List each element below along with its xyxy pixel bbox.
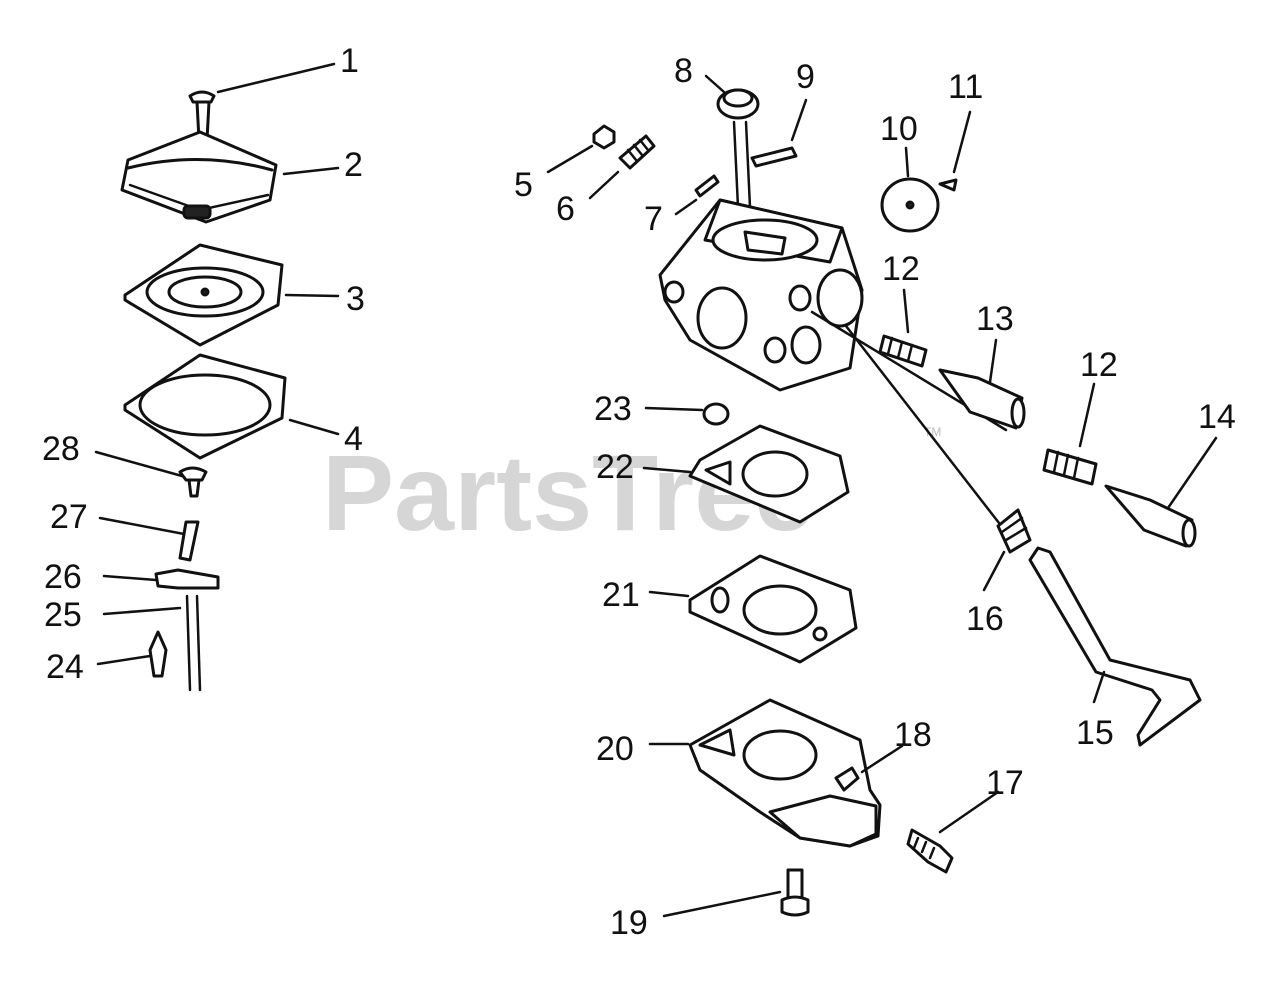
callout-24: 24: [46, 648, 84, 686]
part-25-pivot-line: [185, 594, 192, 692]
callout-6: 6: [556, 190, 575, 228]
part-26-metering-lever[interactable]: [154, 568, 220, 590]
part-23-plug[interactable]: [702, 402, 730, 426]
callout-14: 14: [1198, 398, 1236, 436]
part-9-pin[interactable]: [750, 146, 798, 168]
callout-23: 23: [594, 390, 632, 428]
callout-8: 8: [674, 52, 693, 90]
part-11-ball[interactable]: [938, 178, 958, 192]
part-2-pump-cover[interactable]: [120, 130, 278, 224]
callout-12-a: 12: [882, 250, 920, 288]
part-21-diaphragm[interactable]: [688, 554, 858, 664]
part-10-screen-disc[interactable]: [880, 177, 940, 233]
part-28-screw[interactable]: [178, 466, 208, 498]
callout-7: 7: [644, 200, 663, 238]
callout-18: 18: [894, 716, 932, 754]
carburetor-body[interactable]: [658, 198, 864, 392]
part-16-spring[interactable]: [996, 508, 1032, 554]
callout-16: 16: [966, 600, 1004, 638]
part-25-pivot-line-2: [195, 594, 202, 692]
callout-12-b: 12: [1080, 346, 1118, 384]
part-24-inlet-needle[interactable]: [148, 630, 168, 678]
callout-28: 28: [42, 430, 80, 468]
part-19-screw[interactable]: [780, 868, 810, 917]
part-20-pump-body[interactable]: [688, 698, 882, 848]
callout-27: 27: [50, 498, 88, 536]
callout-numbers: 1 2 3 4 5 6 7 8 9 10 11 12 12 13 14 15 1…: [42, 42, 1236, 942]
lever-axis-line: [844, 324, 1008, 534]
callout-5: 5: [514, 166, 533, 204]
part-5-nut[interactable]: [592, 124, 616, 150]
part-6-spring[interactable]: [618, 134, 656, 170]
leader-lines: [94, 62, 1218, 918]
callout-9: 9: [796, 58, 815, 96]
part-22-gasket[interactable]: [688, 424, 850, 524]
callout-4: 4: [344, 420, 363, 458]
callout-22: 22: [596, 448, 634, 486]
callout-17: 17: [986, 764, 1024, 802]
part-3-diaphragm[interactable]: [123, 243, 284, 347]
callout-15: 15: [1076, 714, 1114, 752]
callout-10: 10: [880, 110, 918, 148]
watermark-trademark: TM: [924, 425, 941, 439]
callout-13: 13: [976, 300, 1014, 338]
part-12-spring-a[interactable]: [878, 334, 928, 368]
part-15-throttle-lever[interactable]: [1028, 546, 1202, 747]
part-18-screen[interactable]: [834, 766, 860, 792]
callout-20: 20: [596, 730, 634, 768]
callout-19: 19: [610, 904, 648, 942]
part-14-mixture-needle[interactable]: [1104, 484, 1197, 548]
callout-2: 2: [344, 146, 363, 184]
callout-25: 25: [44, 596, 82, 634]
part-8-welch-plug[interactable]: [716, 88, 760, 120]
part-4-gasket[interactable]: [123, 353, 287, 460]
part-7-clip[interactable]: [694, 174, 720, 198]
part-17-screw[interactable]: [906, 828, 954, 874]
part-27-pin[interactable]: [178, 520, 200, 562]
callout-1: 1: [340, 42, 359, 80]
callout-3: 3: [346, 280, 365, 318]
callout-26: 26: [44, 558, 82, 596]
callout-11: 11: [948, 68, 983, 106]
part-12-spring-b[interactable]: [1042, 448, 1098, 486]
part-13-mixture-needle[interactable]: [938, 368, 1026, 430]
callout-21: 21: [602, 576, 640, 614]
